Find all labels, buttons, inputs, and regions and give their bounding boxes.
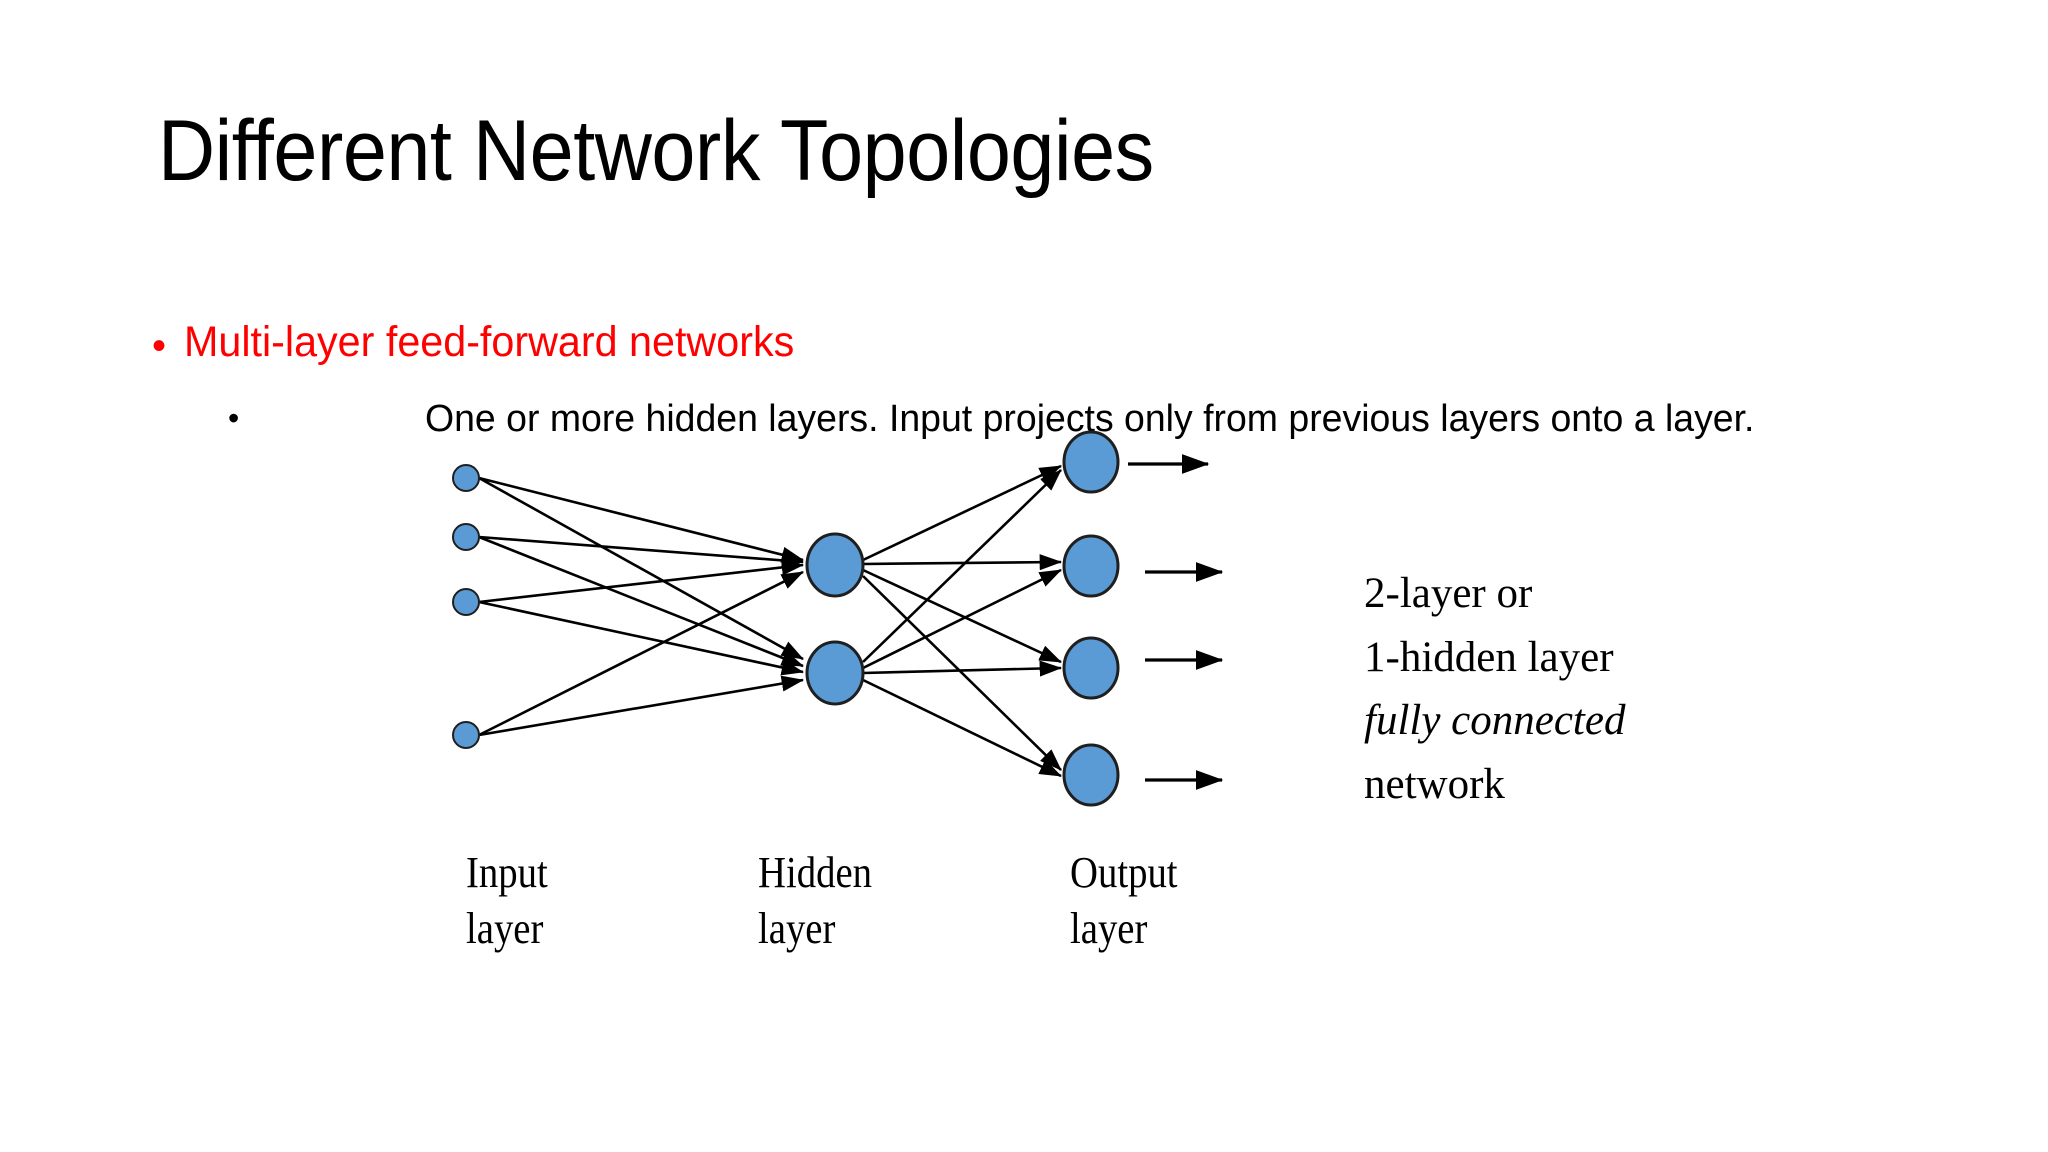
edges-hidden-to-output: [862, 464, 1063, 778]
input-node: [452, 464, 480, 492]
input-layer-caption: Input layer: [466, 848, 548, 954]
network-annotation: 2-layer or 1-hidden layer fully connecte…: [1364, 562, 1625, 817]
bullet-dot-icon: •: [152, 324, 167, 368]
annotation-line-3: fully connected: [1364, 697, 1626, 745]
input-node: [452, 721, 480, 749]
output-node: [1062, 743, 1120, 807]
hidden-layer-nodes: [805, 532, 865, 706]
output-node: [1062, 636, 1120, 700]
hidden-layer-caption: Hidden layer: [758, 848, 872, 954]
bullet-level2-label: One or more hidden layers. Input project…: [425, 398, 1755, 440]
edges-input-to-hidden: [478, 476, 805, 737]
output-node: [1062, 534, 1120, 598]
bullet-level1: • Multi-layer feed-forward networks: [152, 318, 820, 367]
output-arrows: [1128, 454, 1224, 790]
input-layer-nodes: [452, 464, 480, 749]
page-title: Different Network Topologies: [158, 103, 1154, 199]
sub-bullet-dot-icon: •: [228, 400, 240, 436]
annotation-line-4: network: [1364, 760, 1505, 808]
output-layer-nodes: [1062, 430, 1120, 807]
input-node: [452, 588, 480, 616]
annotation-line-1: 2-layer or: [1364, 570, 1533, 617]
bullet-level1-label: Multi-layer feed-forward networks: [184, 318, 795, 366]
input-node: [452, 523, 480, 551]
hidden-node: [805, 640, 865, 706]
annotation-line-2: 1-hidden layer: [1364, 633, 1614, 681]
output-layer-caption: Output layer: [1070, 848, 1178, 954]
hidden-node: [805, 532, 865, 598]
